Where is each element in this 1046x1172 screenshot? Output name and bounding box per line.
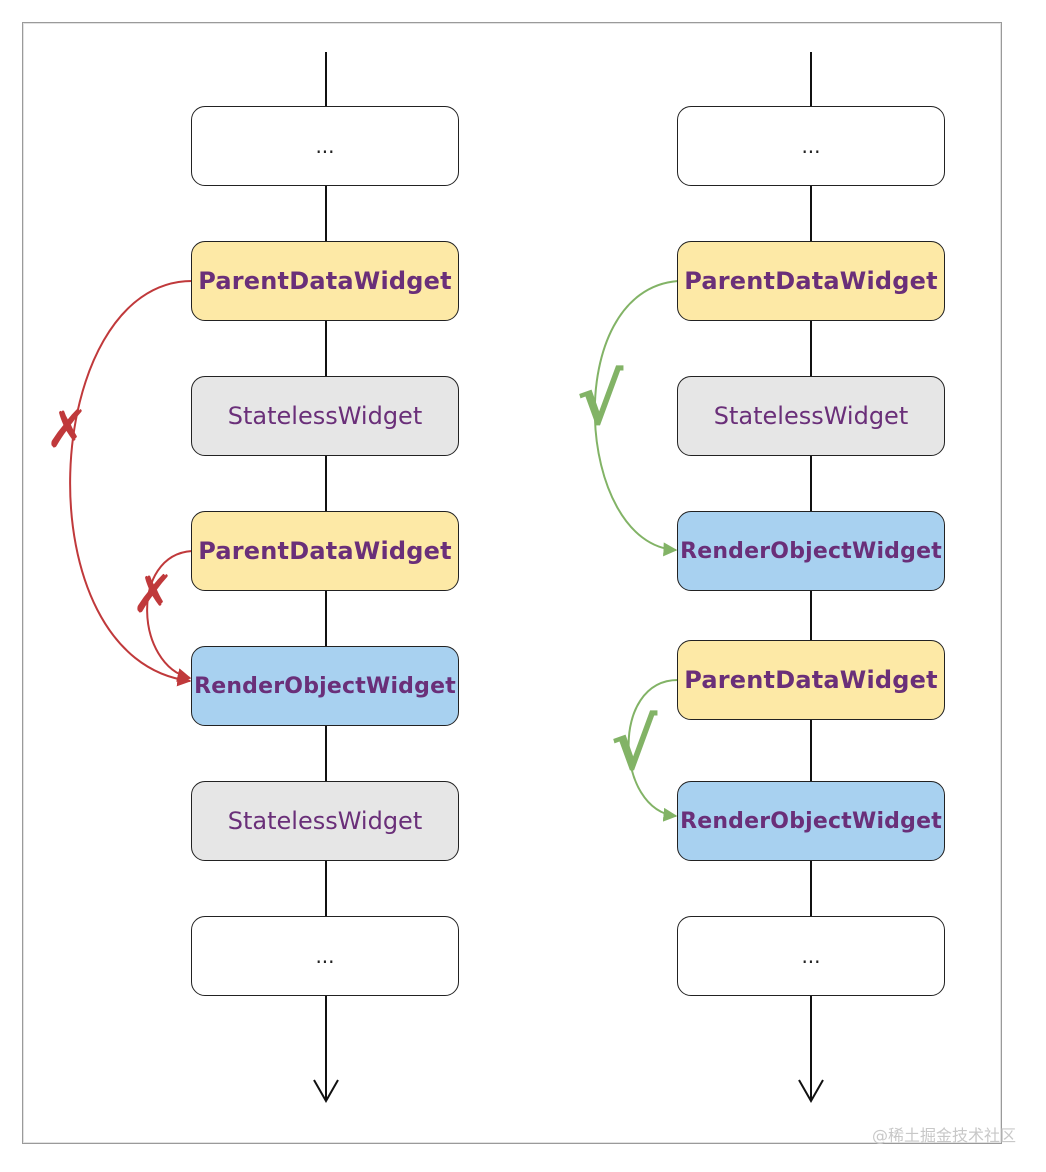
left-node-stateless-widget-2: StatelessWidget [191,781,459,861]
left-node-stateless-widget-1: StatelessWidget [191,376,459,456]
right-column-flow-arrowhead [798,1079,824,1104]
left-node-parent-data-widget-1: ParentDataWidget [191,241,459,321]
left-node-parent-data-widget-2: ParentDataWidget [191,511,459,591]
right-link-parentdata2-to-renderobject2 [627,679,679,822]
watermark: @稀土掘金技术社区 [871,1126,1016,1145]
left-column-flow-arrowhead [313,1079,339,1104]
valid-check-icon: √ [610,704,658,786]
left-node-ellipsis-top: ... [191,106,459,186]
left-link-parentdata1-to-renderobject [69,280,193,687]
valid-check-icon: √ [576,359,624,441]
right-node-parent-data-widget-2: ParentDataWidget [677,640,945,720]
right-link-parentdata1-to-renderobject1 [593,280,679,557]
invalid-cross-icon: ✗ [45,400,89,460]
left-node-render-object-widget: RenderObjectWidget [191,646,459,726]
right-node-stateless-widget: StatelessWidget [677,376,945,456]
diagram-frame [22,22,1002,1144]
left-node-ellipsis-bottom: ... [191,916,459,996]
invalid-cross-icon: ✗ [131,565,175,625]
left-link-parentdata2-to-renderobject [146,550,193,682]
right-node-render-object-widget-2: RenderObjectWidget [677,781,945,861]
right-node-render-object-widget-1: RenderObjectWidget [677,511,945,591]
right-node-parent-data-widget-1: ParentDataWidget [677,241,945,321]
right-node-ellipsis-bottom: ... [677,916,945,996]
right-node-ellipsis-top: ... [677,106,945,186]
